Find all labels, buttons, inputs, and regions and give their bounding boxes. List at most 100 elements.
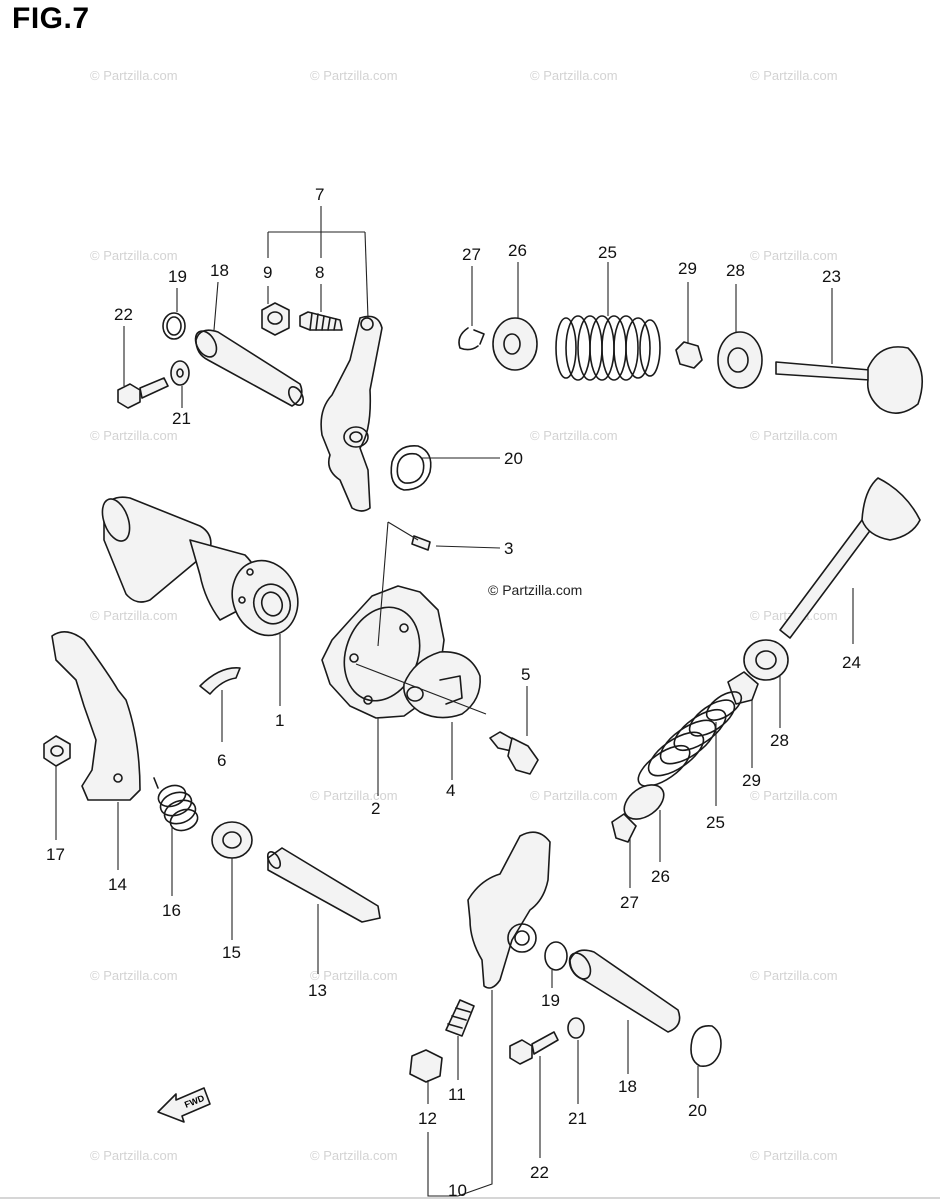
callout-26: 26 — [508, 241, 527, 260]
valve-cotter — [458, 327, 485, 351]
valve-spring-retainer-lower — [623, 784, 665, 820]
watermark: © Partzilla.com — [530, 788, 618, 803]
watermark: © Partzilla.com — [750, 68, 838, 83]
gasket — [390, 445, 432, 491]
washer-hole — [176, 368, 184, 378]
callout-20: 20 — [688, 1101, 707, 1120]
gasket-lower — [690, 1024, 722, 1068]
watermark: © Partzilla.com — [90, 1148, 178, 1163]
washer-lower — [567, 1017, 585, 1039]
watermark: © Partzilla.com — [750, 968, 838, 983]
adjusting-nut-lower — [409, 1049, 443, 1083]
o-ring-lower — [544, 941, 568, 971]
callout-labels: 7 9 8 19 18 22 21 20 27 26 25 29 28 23 3… — [46, 185, 861, 1200]
callout-21: 21 — [568, 1109, 587, 1128]
valve-stem-seal-lower — [727, 671, 759, 705]
callout-5: 5 — [521, 665, 530, 684]
callout-27: 27 — [620, 893, 639, 912]
valve-spring-retainer — [492, 317, 538, 371]
callout-18: 18 — [618, 1077, 637, 1096]
valve-spring-seat-lower — [743, 639, 789, 681]
callout-1: 1 — [275, 711, 284, 730]
callout-10: 10 — [448, 1181, 467, 1200]
sprocket-lock-plate — [403, 651, 481, 719]
callout-3: 3 — [504, 539, 513, 558]
callout-7: 7 — [315, 185, 324, 204]
watermark: © Partzilla.com — [90, 608, 178, 623]
callout-23: 23 — [822, 267, 841, 286]
watermark: © Partzilla.com — [750, 428, 838, 443]
watermark: © Partzilla.com — [750, 788, 838, 803]
callout-25: 25 — [598, 243, 617, 262]
sprocket-bolt — [489, 731, 539, 775]
adjusting-nut — [261, 302, 290, 336]
camshaft — [101, 496, 299, 637]
callout-28: 28 — [726, 261, 745, 280]
callout-24: 24 — [842, 653, 861, 672]
figure-title: FIG.7 — [12, 2, 90, 35]
o-ring — [162, 312, 186, 340]
valve-cotter-lower — [611, 813, 637, 843]
valve-stem-seal — [675, 341, 703, 369]
watermark: © Partzilla.com — [750, 248, 838, 263]
valve-spring-seat — [717, 331, 763, 389]
callout-9: 9 — [263, 263, 272, 282]
callout-22: 22 — [530, 1163, 549, 1182]
watermark: © Partzilla.com — [530, 428, 618, 443]
decompression-shaft — [266, 847, 381, 923]
callout-19: 19 — [168, 267, 187, 286]
watermark: © Partzilla.com — [90, 428, 178, 443]
callout-20: 20 — [504, 449, 523, 468]
adjusting-screw-lower — [445, 999, 475, 1037]
flange-nut — [43, 735, 71, 767]
intake-valve — [775, 346, 924, 414]
callout-25: 25 — [706, 813, 725, 832]
adjusting-screw — [299, 311, 343, 331]
callout-18: 18 — [210, 261, 229, 280]
watermark: © Partzilla.com — [530, 68, 618, 83]
watermark: © Partzilla.com — [90, 968, 178, 983]
washer — [170, 360, 190, 386]
callout-4: 4 — [446, 781, 455, 800]
callout-28: 28 — [770, 731, 789, 750]
callout-29: 29 — [678, 259, 697, 278]
watermark: © Partzilla.com — [750, 1148, 838, 1163]
callout-2: 2 — [371, 799, 380, 818]
rocker-arm-upper — [320, 315, 383, 512]
watermark-layer: © Partzilla.com © Partzilla.com © Partzi… — [90, 68, 838, 1163]
callout-8: 8 — [315, 263, 324, 282]
gasket-inner — [396, 452, 425, 484]
callout-6: 6 — [217, 751, 226, 770]
watermark: © Partzilla.com — [310, 788, 398, 803]
forward-arrow-icon — [157, 1087, 211, 1123]
o-ring-inner — [166, 316, 182, 336]
callout-13: 13 — [308, 981, 327, 1000]
callout-21: 21 — [172, 409, 191, 428]
watermark: © Partzilla.com — [310, 68, 398, 83]
exhaust-valve — [779, 477, 921, 639]
rocker-arm-lower — [467, 831, 551, 989]
callout-22: 22 — [114, 305, 133, 324]
shaft-bushing — [211, 821, 253, 859]
watermark: © Partzilla.com — [310, 968, 398, 983]
fwd-arrow: FWD — [157, 1087, 211, 1123]
watermark: © Partzilla.com — [90, 68, 178, 83]
callout-15: 15 — [222, 943, 241, 962]
rocker-shaft-lower — [568, 949, 681, 1033]
callout-12: 12 — [418, 1109, 437, 1128]
copyright-notice: © Partzilla.com — [488, 582, 582, 598]
bolt — [117, 377, 169, 409]
valve-spring — [555, 315, 661, 381]
callout-19: 19 — [541, 991, 560, 1010]
callout-26: 26 — [651, 867, 670, 886]
torsion-spring — [153, 777, 199, 832]
callout-27: 27 — [462, 245, 481, 264]
callout-29: 29 — [742, 771, 761, 790]
bolt-lower — [509, 1031, 559, 1065]
leader-lines — [55, 206, 854, 1197]
callout-11: 11 — [448, 1085, 466, 1104]
callout-14: 14 — [108, 875, 127, 894]
valve-spring-lower — [637, 691, 743, 788]
decompression-lever — [51, 631, 141, 801]
